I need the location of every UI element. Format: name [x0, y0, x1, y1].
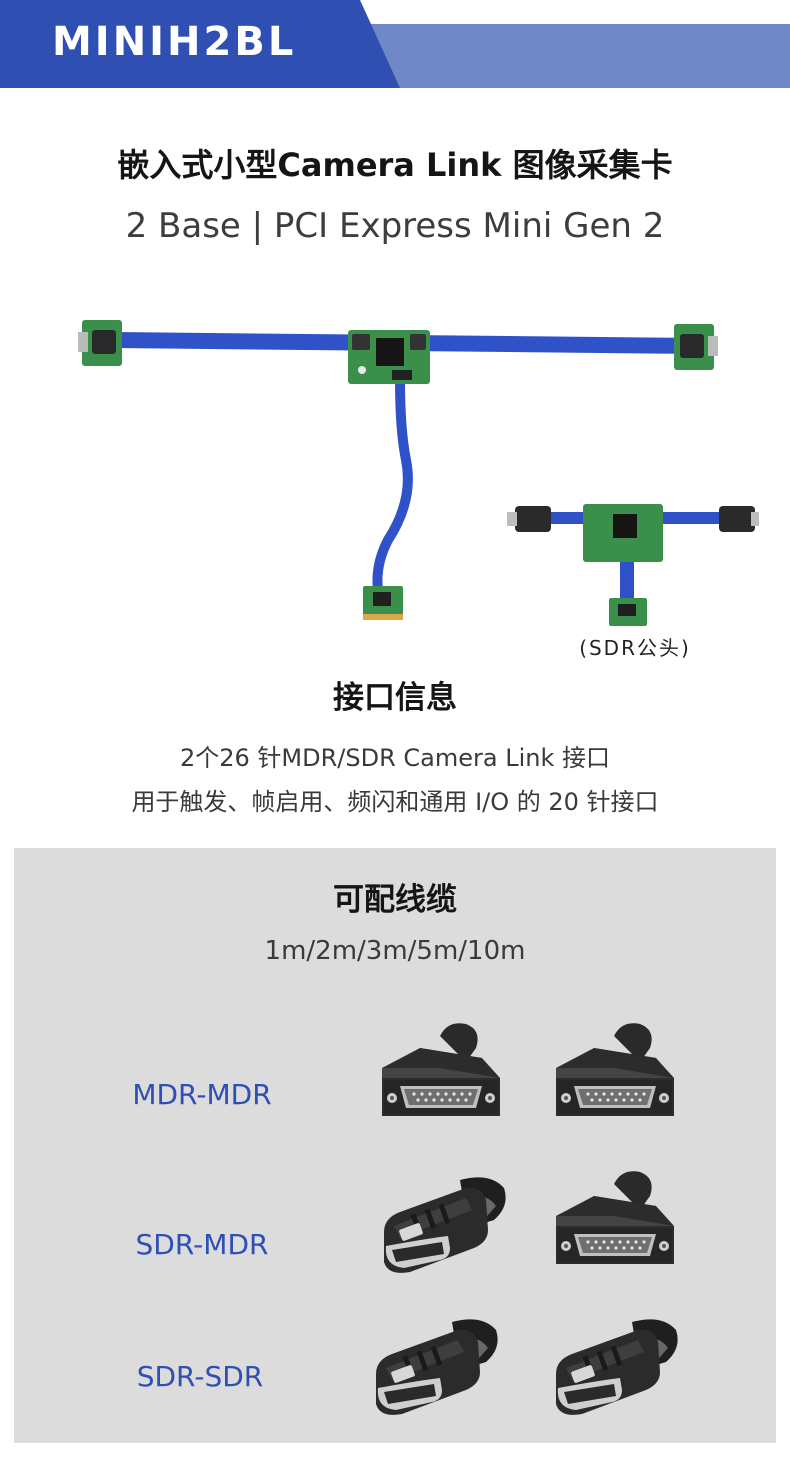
mdr-connector-icon	[544, 1166, 684, 1286]
sdr-variant-caption: (SDR公头)	[579, 636, 691, 660]
interface-info-line-2: 用于触发、帧启用、频闪和通用 I/O 的 20 针接口	[131, 788, 659, 816]
mdr-connector-icon	[544, 1018, 684, 1138]
frame-grabber-board-image	[78, 320, 718, 620]
interface-info-line-1: 2个26 针MDR/SDR Camera Link 接口	[180, 744, 610, 772]
product-subtitle: 2 Base | PCI Express Mini Gen 2	[125, 206, 665, 246]
product-title: 嵌入式小型Camera Link 图像采集卡	[117, 146, 673, 184]
cable-options-heading: 可配线缆	[333, 882, 457, 918]
vertical-flex-cable	[372, 379, 413, 591]
mdr-connector-icon	[370, 1018, 510, 1138]
header-banner: MINIH2BL	[0, 0, 790, 88]
product-code-title: MINIH2BL	[52, 19, 297, 65]
interface-info-heading: 接口信息	[333, 680, 457, 716]
sdr-variant-board-image	[507, 504, 759, 626]
cable-type-label-sdr-mdr: SDR-MDR	[135, 1228, 269, 1261]
header-band-shape	[0, 0, 790, 88]
sdr-connector-icon	[362, 1308, 502, 1428]
header-band-main	[0, 0, 400, 88]
cable-type-label-mdr-mdr: MDR-MDR	[132, 1078, 272, 1111]
cable-lengths: 1m/2m/3m/5m/10m	[264, 936, 526, 966]
sdr-connector-icon	[370, 1166, 510, 1286]
sdr-connector-icon	[542, 1308, 682, 1428]
cable-options-panel: 可配线缆 1m/2m/3m/5m/10m MDR-MDR SDR-MDR SDR…	[14, 848, 776, 1443]
cable-type-label-sdr-sdr: SDR-SDR	[136, 1360, 264, 1393]
